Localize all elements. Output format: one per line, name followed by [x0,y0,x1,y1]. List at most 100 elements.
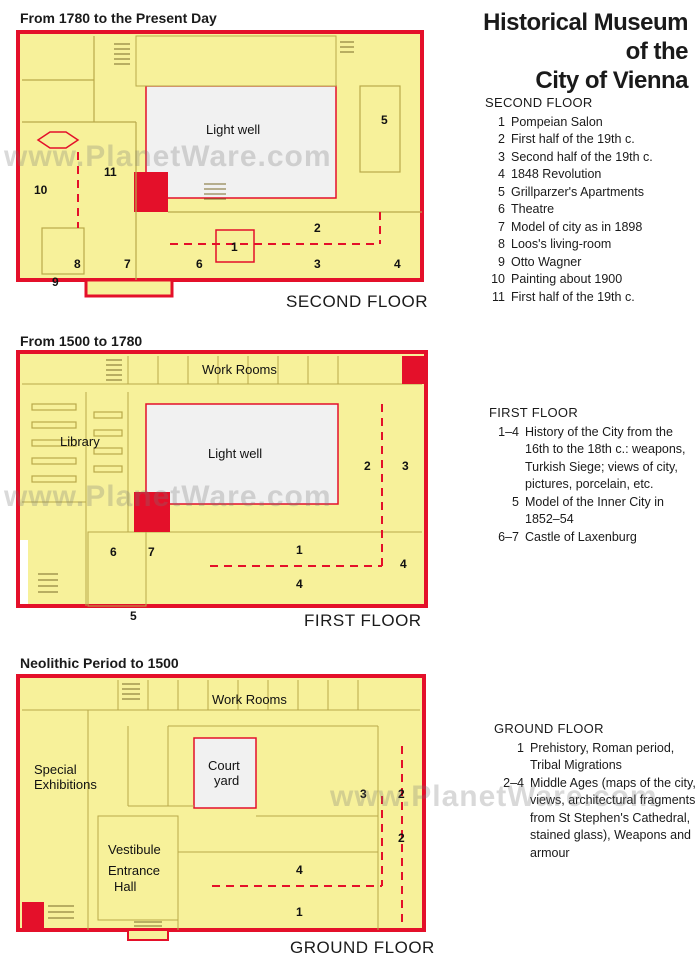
ground-floor-legend-heading: GROUND FLOOR [494,721,604,736]
first-floor-room-4: 4 [296,577,303,591]
legend-item: 6–7 Castle of Laxenburg [489,529,699,547]
second-floor-light-well [145,85,337,199]
first-floor-notch [20,540,28,604]
first-floor-route [210,404,383,567]
legend-key: 1 [517,740,524,755]
legend-text: Loos's living-room [511,237,612,251]
second-floor-room-1: 1 [231,240,238,254]
first-floor-caption: FIRST FLOOR [304,611,422,630]
title-line-1: Historical Museum [483,9,688,36]
ground-floor-plan: Work Rooms Special Exhibitions Court yar… [16,674,428,946]
legend-text: Second half of the 19th c. [511,149,653,164]
legend-key: 2–4 [503,775,524,790]
first-floor-library-label: Library [60,434,100,449]
legend-text: History of the City from the 16th to the… [525,424,686,492]
legend-item: 1 Prehistory, Roman period, Tribal Migrat… [494,740,700,775]
second-floor-era: From 1780 to the Present Day [20,10,217,26]
legend-key: 7 [498,219,505,234]
ground-floor-special-label-2: Exhibitions [34,777,97,792]
second-floor-stair-block [134,172,168,212]
legend-text: First half of the 19th c. [511,132,635,146]
title-line-2: of the [625,38,689,65]
second-floor-projection [84,278,174,298]
first-floor-work-rooms-label: Work Rooms [202,362,277,377]
first-floor-light-well [145,403,339,505]
first-floor-room-3: 3 [402,459,409,473]
first-floor-stairs [38,359,122,593]
ground-floor-stairs [48,683,162,927]
legend-item: 1 Pompeian Salon [485,114,695,132]
legend-key: 5 [512,494,519,509]
legend-item: 2 First half of the 19th c. [485,131,695,149]
legend-text: Prehistory, Roman period, Tribal Migrati… [530,740,675,773]
second-floor-room-10: 10 [34,183,48,197]
legend-key: 9 [498,254,505,269]
first-floor-light-well-label: Light well [208,446,262,461]
legend-item: 11 First half of the 19th c. [485,289,695,307]
second-floor-hexagon [36,131,80,149]
legend-key: 6–7 [498,529,519,544]
first-floor-room-5: 5 [130,609,137,623]
second-floor-light-well-label: Light well [206,122,260,137]
first-floor-work-rooms [22,356,422,607]
legend-item: 4 1848 Revolution [485,166,695,184]
first-floor-corner-block [402,356,424,384]
legend-text: Middle Ages (maps of the city, views, ar… [530,775,696,860]
ground-floor-route [212,746,403,926]
legend-text: Castle of Laxenburg [525,529,637,544]
legend-text: Theatre [511,202,555,216]
second-floor-svg: 1 2 3 4 5 6 7 8 9 10 11 Light well [16,30,424,298]
legend-item: 5 Grillparzer's Apartments [485,184,695,202]
ground-floor-entrance-label-1: Entrance [108,863,160,878]
ground-floor-courtyard [193,737,257,809]
second-floor-walls [22,36,422,280]
legend-text: 1848 Revolution [511,167,602,181]
legend-key: 1–4 [498,424,519,439]
second-floor-room-4: 4 [394,257,401,271]
legend-key: 11 [492,289,505,304]
legend-key: 5 [498,184,505,199]
ground-floor-entrance-step [127,929,169,941]
second-floor-route [77,152,381,245]
museum-title: Historical Museum of the City of Vienna [428,8,688,95]
ground-floor-era: Neolithic Period to 1500 [20,655,179,671]
legend-text: Model of the Inner City in 1852–54 [525,494,664,527]
second-floor-stairs [114,41,354,200]
legend-key: 4 [498,167,505,181]
ground-floor-walls [22,680,420,930]
first-floor-room-6: 6 [110,545,117,559]
first-floor-era: From 1500 to 1780 [20,333,143,349]
legend-text: Pompeian Salon [511,114,603,129]
legend-item: 1–4 History of the City from the 16th to … [489,424,699,494]
ground-floor-work-rooms-label: Work Rooms [212,692,287,707]
legend-key: 3 [498,149,505,164]
second-floor-room-8: 8 [74,257,81,271]
legend-item: 2–4 Middle Ages (maps of the city, views,… [494,775,700,863]
second-floor-room-7: 7 [124,257,131,271]
second-floor-room-1-box [215,229,255,263]
first-floor-library-shelves [31,403,123,483]
title-line-3: City of Vienna [535,67,688,94]
legend-text: First half of the 19th c. [511,289,635,304]
ground-floor-room-2: 2 [398,787,405,801]
legend-text: Painting about 1900 [511,272,623,286]
second-floor-plan: 1 2 3 4 5 6 7 8 9 10 11 Light well [16,30,424,302]
legend-item: 5 Model of the Inner City in 1852–54 [489,494,699,529]
legend-text: Grillparzer's Apartments [511,184,644,199]
legend-item: 3 Second half of the 19th c. [485,149,695,167]
first-floor-room-4-east: 4 [400,557,407,571]
ground-floor-vestibule-label: Vestibule [108,842,161,857]
second-floor-legend-heading: SECOND FLOOR [485,95,593,110]
ground-floor-court-label-1: Court [208,758,240,773]
second-floor-caption: SECOND FLOOR [286,292,429,311]
second-floor-room-2: 2 [314,221,321,235]
first-floor-plan: Work Rooms Library Light well 1 2 3 4 4 … [16,350,428,623]
legend-key: 1 [498,114,505,129]
second-floor-room-11: 11 [104,165,117,179]
legend-key: 2 [498,132,505,146]
